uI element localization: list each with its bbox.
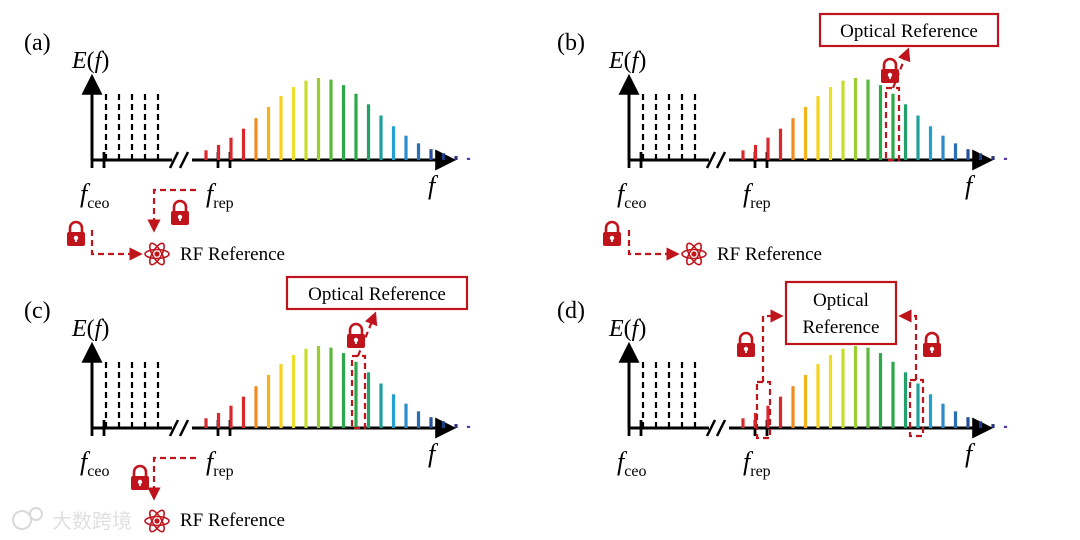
optical-lock-arrow: [356, 311, 378, 357]
padlock-icon: [879, 57, 901, 85]
axis-break-mark: [178, 419, 190, 437]
panel-label-c: (c): [24, 298, 51, 324]
fceo-label: fceo: [80, 179, 109, 212]
frep-label: frep: [743, 179, 771, 212]
y-axis-label: E(f): [71, 316, 109, 342]
axis-break-mark: [168, 151, 180, 169]
panel-c-comb: E(f) fceo frep f: [71, 311, 471, 501]
optical-lock-arrow-right: [898, 309, 918, 380]
y-axis-label: E(f): [608, 48, 646, 74]
axis-break-mark: [705, 419, 717, 437]
panel-label-d: (d): [557, 298, 585, 324]
panel-label-b: (b): [557, 30, 585, 56]
panel-a-comb: E(f) fceo frep f: [65, 48, 471, 261]
panel-c-rf-reference: RF Reference: [144, 507, 285, 535]
locked-tooth-box: [350, 354, 367, 430]
padlock-icon: [601, 220, 623, 248]
x-axis-label: f: [965, 171, 976, 200]
frep-label: frep: [743, 447, 771, 480]
optical-lock-arrow-left: [761, 309, 784, 382]
x-axis-label: f: [428, 171, 439, 200]
fceo-label: fceo: [617, 447, 646, 480]
padlock-icon: [65, 220, 87, 248]
panel-c-optical-reference-box: Optical Reference: [285, 275, 469, 311]
locked-tooth-box: [884, 86, 901, 162]
panel-b-comb: E(f) fceo frep f: [601, 47, 1008, 261]
padlock-icon: [169, 199, 191, 227]
watermark: 大数跨境: [12, 507, 132, 533]
y-axis-label: E(f): [71, 48, 109, 74]
panel-label-a: (a): [24, 30, 51, 56]
optical-reference-line1: Optical: [813, 290, 869, 311]
fceo-lock-arrow: [627, 230, 680, 261]
axis-break-mark: [168, 419, 180, 437]
optical-reference-label: Optical Reference: [308, 284, 446, 305]
optical-lock-arrow: [891, 47, 911, 89]
axis-break-mark: [705, 151, 717, 169]
padlock-icon: [735, 331, 757, 359]
padlock-icon: [921, 331, 943, 359]
axis-break-mark: [715, 151, 727, 169]
frep-label: frep: [206, 179, 234, 212]
panel-d-optical-reference-box: Optical Reference: [784, 280, 898, 346]
rf-reference-label: RF Reference: [180, 244, 285, 265]
panel-b-rf-reference: RF Reference: [681, 240, 822, 268]
optical-reference-line2: Reference: [803, 317, 880, 338]
x-axis-label: f: [965, 439, 976, 468]
panel-d-comb: E(f) fceo frep f: [608, 309, 1008, 480]
x-axis-label: f: [428, 439, 439, 468]
frep-lock-arrow: [147, 188, 196, 233]
optical-reference-label: Optical Reference: [840, 21, 978, 42]
fceo-label: fceo: [80, 447, 109, 480]
panel-a-rf-reference: RF Reference: [144, 240, 285, 268]
axis-break-mark: [178, 151, 190, 169]
padlock-icon: [345, 322, 367, 350]
rf-reference-label: RF Reference: [717, 244, 822, 265]
fceo-label: fceo: [617, 179, 646, 212]
locked-tooth-box-left: [755, 380, 772, 440]
frep-lock-arrow: [147, 456, 196, 501]
frep-label: frep: [206, 447, 234, 480]
y-axis-label: E(f): [608, 316, 646, 342]
fceo-lock-arrow: [90, 230, 143, 261]
locked-tooth-box-right: [908, 378, 925, 438]
watermark-text: 大数跨境: [52, 510, 132, 533]
rf-reference-label: RF Reference: [180, 510, 285, 531]
padlock-icon: [129, 464, 151, 492]
panel-b-optical-reference-box: Optical Reference: [818, 12, 1000, 48]
axis-break-mark: [715, 419, 727, 437]
